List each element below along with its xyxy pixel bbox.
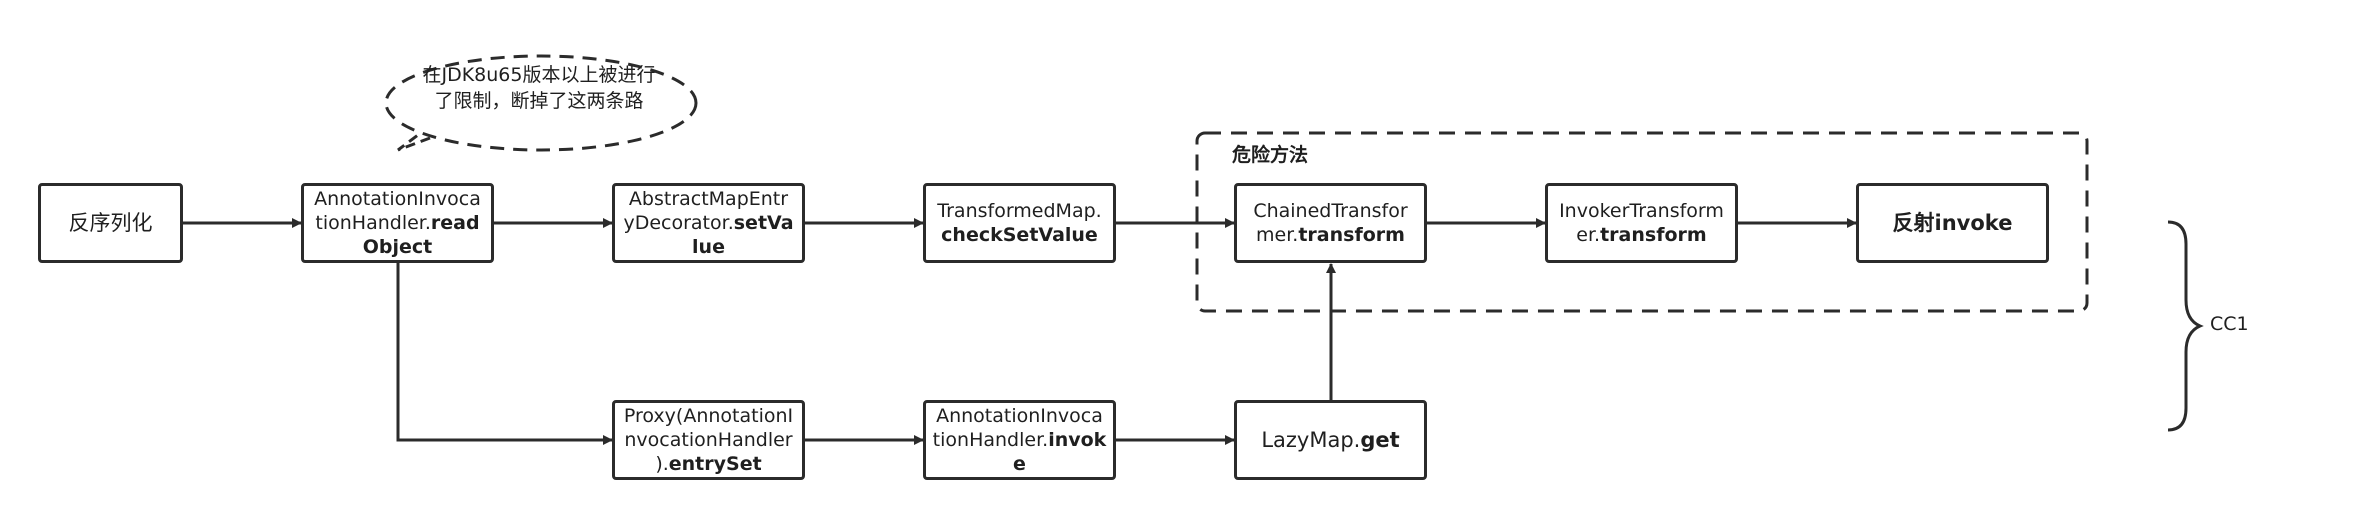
node-aih-readobject-line2-bold: read [430, 212, 480, 234]
node-aih-invoke: AnnotationInvoca tionHandler.invok e [923, 400, 1116, 480]
note-bubble [384, 54, 698, 152]
node-lazymap-get-bold: get [1360, 428, 1400, 452]
node-it-transform-line2-bold: transform [1600, 224, 1707, 246]
node-amed-setvalue-line2-bold: setVa [733, 212, 794, 234]
node-aih-readobject-line3: Object [362, 236, 433, 258]
node-amed-setvalue-line1: AbstractMapEntr [628, 188, 789, 210]
dangerous-methods-label: 危险方法 [1232, 144, 1309, 166]
node-it-transform: InvokerTransform er.transform [1545, 183, 1738, 263]
node-lazymap-get-pre: LazyMap. [1261, 428, 1361, 452]
node-aih-invoke-line1: AnnotationInvoca [936, 405, 1103, 427]
node-it-transform-line2: er. [1576, 224, 1601, 246]
node-it-transform-line1: InvokerTransform [1559, 200, 1724, 222]
node-proxy-entryset-line3-bold: entrySet [668, 453, 762, 475]
node-proxy-entryset-line1: Proxy(AnnotationI [623, 405, 794, 427]
node-deserialize: 反序列化 [38, 183, 183, 263]
note-text: 在JDK8u65版本以上被进行 了限制，断掉了这两条路 [394, 62, 684, 114]
node-deserialize-text: 反序列化 [68, 211, 153, 235]
node-aih-readobject: AnnotationInvoca tionHandler.read Object [301, 183, 494, 263]
node-ct-transform-line1: ChainedTransfor [1253, 200, 1408, 222]
node-tm-checksetvalue-line2: checkSetValue [941, 224, 1098, 246]
node-aih-invoke-line3: e [1013, 453, 1026, 475]
node-amed-setvalue-line3: lue [692, 236, 725, 258]
node-aih-readobject-line2: tionHandler. [315, 212, 431, 234]
cc1-label: CC1 [2210, 313, 2249, 335]
node-aih-invoke-line2: tionHandler. [932, 429, 1049, 451]
node-aih-readobject-line1: AnnotationInvoca [314, 188, 481, 210]
node-lazymap-get: LazyMap.get [1234, 400, 1427, 480]
node-amed-setvalue: AbstractMapEntr yDecorator.setVa lue [612, 183, 805, 263]
node-proxy-entryset-line2: nvocationHandler [624, 429, 793, 451]
node-tm-checksetvalue-line1: TransformedMap. [937, 200, 1102, 222]
node-aih-invoke-line2-bold: invok [1048, 429, 1107, 451]
note-bubble-tail [397, 133, 431, 152]
node-amed-setvalue-line2: yDecorator. [623, 212, 734, 234]
cc1-brace [2167, 220, 2204, 432]
note-line-1: 在JDK8u65版本以上被进行 [422, 64, 656, 86]
node-ct-transform-line2-bold: transform [1298, 224, 1405, 246]
note-line-2: 了限制，断掉了这两条路 [434, 90, 644, 112]
node-proxy-entryset: Proxy(AnnotationI nvocationHandler ).ent… [612, 400, 805, 480]
node-tm-checksetvalue: TransformedMap. checkSetValue [923, 183, 1116, 263]
node-reflect-invoke: 反射invoke [1856, 183, 2049, 263]
node-reflect-invoke-text: 反射invoke [1892, 211, 2013, 235]
node-ct-transform-line2: mer. [1256, 224, 1299, 246]
edge-readobject-proxy [396, 262, 613, 445]
node-proxy-entryset-line3: ). [655, 453, 669, 475]
node-ct-transform: ChainedTransfor mer.transform [1234, 183, 1427, 263]
